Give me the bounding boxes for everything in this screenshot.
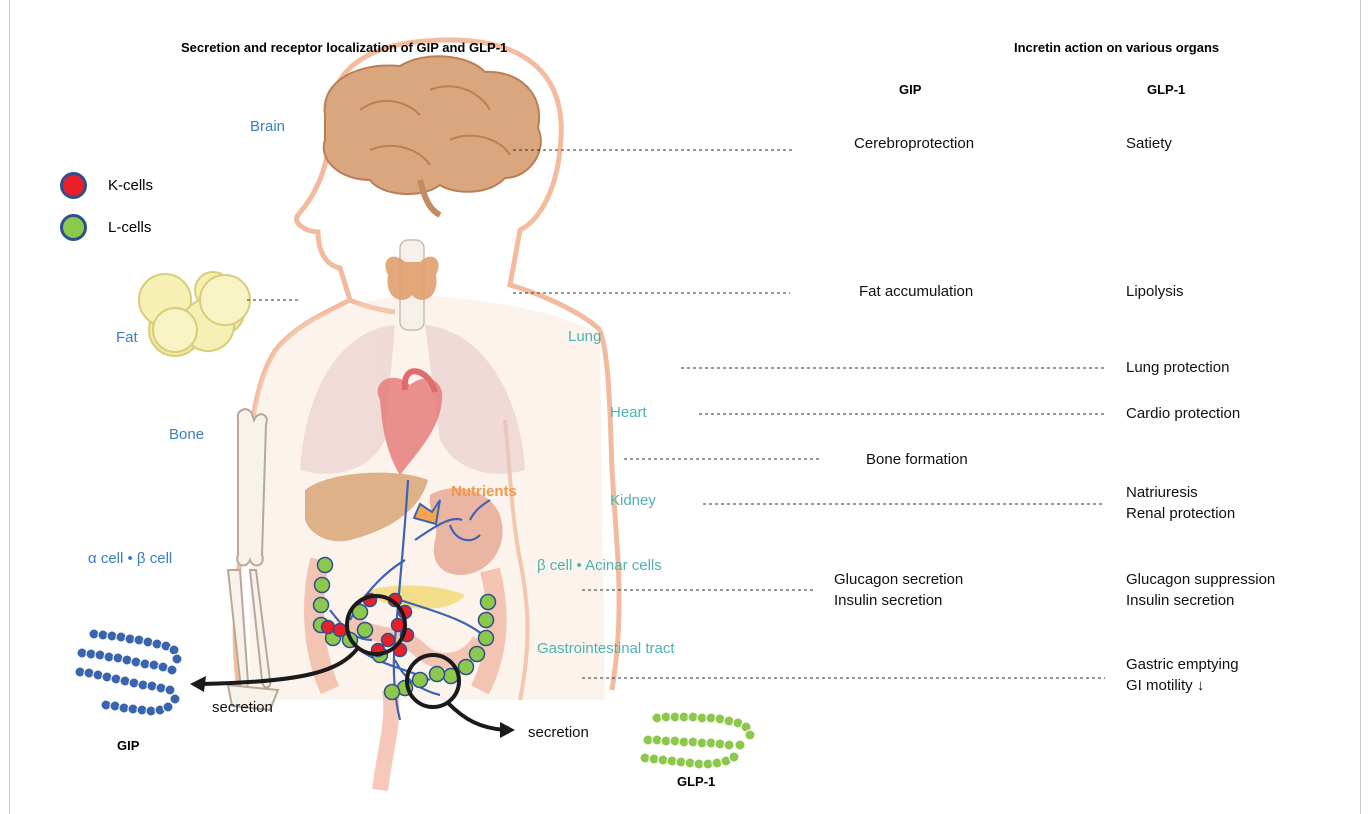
alpha-beta-cell-label: α cell • β cell xyxy=(88,548,172,569)
glp1-action-cardio-protection: Cardio protection xyxy=(1126,403,1240,424)
l-cell-marker xyxy=(479,613,494,628)
l-cell-marker xyxy=(315,578,330,593)
glp1-action-glucagon-suppression: Glucagon suppression xyxy=(1126,569,1275,590)
right-title: Incretin action on various organs xyxy=(1014,40,1219,55)
l-cell-marker xyxy=(318,558,333,573)
l-cell-marker xyxy=(385,685,400,700)
l-cell-marker xyxy=(430,667,445,682)
gip-action-cerebroprotection: Cerebroprotection xyxy=(854,133,974,154)
beta-acinar-label: β cell • Acinar cells xyxy=(537,555,662,576)
brain-label: Brain xyxy=(250,116,285,137)
gip-column-header: GIP xyxy=(899,82,921,97)
fat-label: Fat xyxy=(116,327,138,348)
l-cells-legend-label: L-cells xyxy=(108,217,151,238)
glp1-action-gi-motility: GI motility ↓ xyxy=(1126,675,1204,696)
l-cell-marker xyxy=(470,647,485,662)
l-cell-marker xyxy=(358,623,373,638)
fat-cells-shape xyxy=(139,272,250,356)
l-cell-marker xyxy=(481,595,496,610)
l-cell-marker xyxy=(314,598,329,613)
gip-action-bone-formation: Bone formation xyxy=(866,449,968,470)
glp1-action-renal-protection: Renal protection xyxy=(1126,503,1235,524)
heart-label: Heart xyxy=(610,402,647,423)
gi-tract-label: Gastrointestinal tract xyxy=(537,638,675,659)
k-cell-marker xyxy=(382,634,395,647)
glp1-peptide-caption: GLP-1 xyxy=(677,774,715,789)
k-cell-marker xyxy=(322,621,335,634)
glp1-action-lipolysis: Lipolysis xyxy=(1126,281,1184,302)
glp1-action-insulin-secretion: Insulin secretion xyxy=(1126,590,1234,611)
gip-peptide-icon xyxy=(75,629,182,716)
gip-action-fat-accumulation: Fat accumulation xyxy=(859,281,973,302)
glp1-peptide-icon xyxy=(640,712,755,769)
brain-shape xyxy=(324,56,541,215)
glp1-action-lung-protection: Lung protection xyxy=(1126,357,1229,378)
gip-action-glucagon-secretion: Glucagon secretion xyxy=(834,569,963,590)
gip-action-insulin-secretion: Insulin secretion xyxy=(834,590,942,611)
k-cell-marker xyxy=(334,624,347,637)
l-cells-legend-icon xyxy=(60,214,87,241)
l-cell-marker xyxy=(459,660,474,675)
bone-label: Bone xyxy=(169,424,204,445)
glp1-action-satiety: Satiety xyxy=(1126,133,1172,154)
glp1-secretion-arrow xyxy=(448,703,505,730)
l-cell-marker xyxy=(479,631,494,646)
k-cells-legend-label: K-cells xyxy=(108,175,153,196)
k-cells-legend-icon xyxy=(60,172,87,199)
glp1-arrowhead-icon xyxy=(500,722,515,738)
gip-secretion-label: secretion xyxy=(212,697,273,718)
gip-peptide-caption: GIP xyxy=(117,738,139,753)
left-title: Secretion and receptor localization of G… xyxy=(181,40,507,55)
l-cell-marker xyxy=(413,673,428,688)
lung-label: Lung xyxy=(568,326,601,347)
glp1-secretion-label: secretion xyxy=(528,722,589,743)
gip-arrowhead-icon xyxy=(190,676,206,692)
kidney-label: Kidney xyxy=(610,490,656,511)
glp1-column-header: GLP-1 xyxy=(1147,82,1185,97)
glp1-action-gastric-emptying: Gastric emptying xyxy=(1126,654,1239,675)
glp1-action-natriuresis: Natriuresis xyxy=(1126,482,1198,503)
nutrients-label: Nutrients xyxy=(451,481,517,502)
